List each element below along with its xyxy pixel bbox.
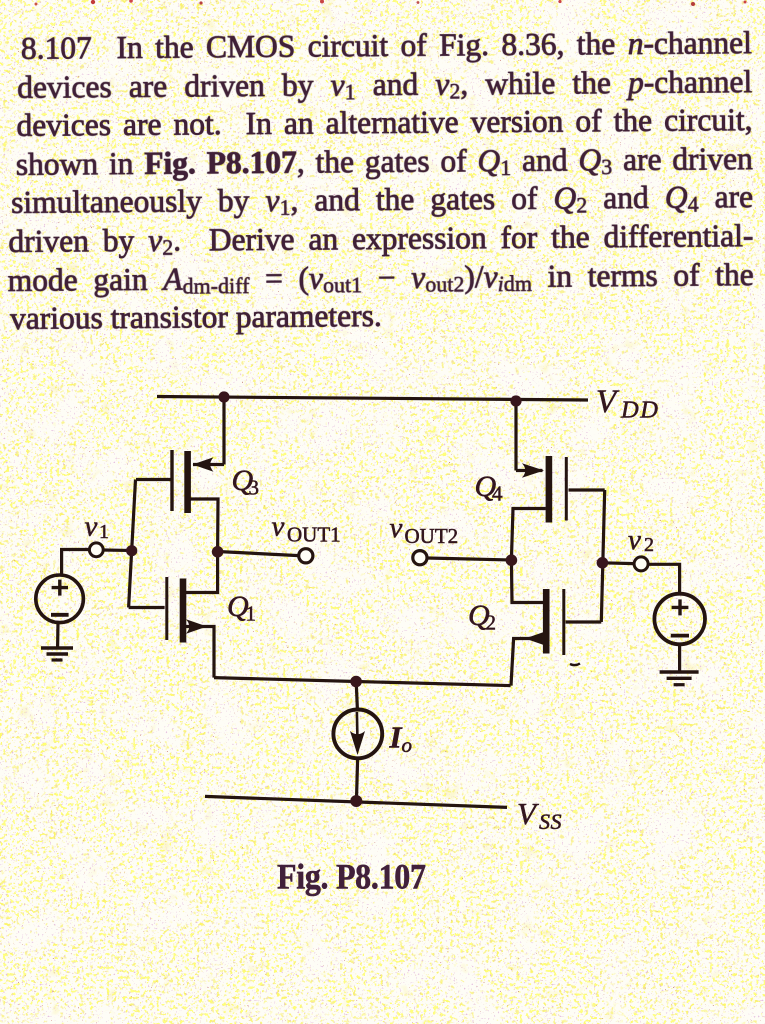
- svg-text:Q: Q: [227, 590, 249, 623]
- svg-text:v: v: [390, 512, 403, 544]
- svg-text:Q: Q: [232, 464, 254, 497]
- svg-text:1: 1: [246, 602, 257, 626]
- svg-text:v: v: [85, 511, 98, 543]
- svg-text:4: 4: [492, 482, 503, 506]
- svg-text:2: 2: [486, 611, 497, 635]
- svg-text:Q: Q: [475, 470, 497, 503]
- svg-text:V: V: [596, 384, 620, 420]
- svg-text:Q: Q: [468, 599, 490, 632]
- svg-text:2: 2: [644, 534, 654, 556]
- svg-text:1: 1: [99, 521, 109, 543]
- svg-text:OUT1: OUT1: [287, 523, 341, 547]
- svg-text:OUT2: OUT2: [405, 524, 459, 548]
- svg-text:I: I: [389, 720, 403, 755]
- svg-text:DD: DD: [620, 397, 659, 424]
- svg-text:v: v: [628, 524, 641, 556]
- svg-text:o: o: [402, 733, 413, 757]
- svg-text:SS: SS: [539, 809, 562, 834]
- svg-text:V: V: [517, 796, 539, 831]
- svg-text:v: v: [272, 511, 285, 543]
- svg-text:3: 3: [249, 476, 260, 500]
